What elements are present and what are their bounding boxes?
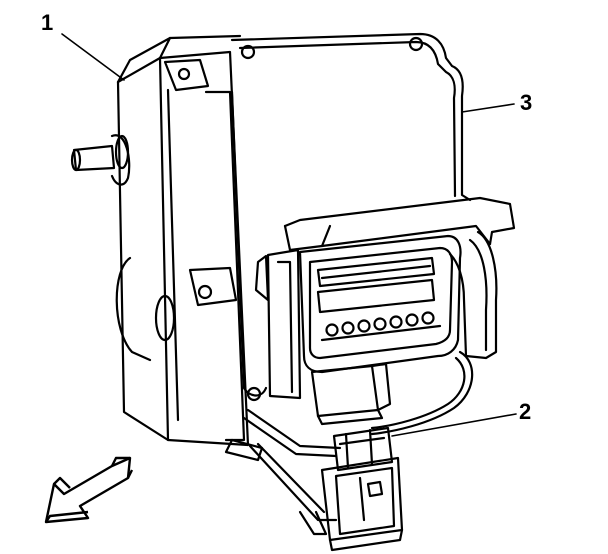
wire-harness [242,350,474,536]
connector-socket [298,234,462,426]
leader-line-2 [391,413,517,437]
callout-2: 2 [519,399,532,424]
shaft-stub [70,134,131,186]
cover-plate [204,32,472,462]
direction-arrow-icon [44,456,134,524]
connector-frame [254,196,516,400]
housing-body [115,34,250,447]
callout-1: 1 [41,10,54,35]
harness-connector [320,426,404,552]
leader-line-1 [61,33,125,81]
callout-3: 3 [520,90,533,115]
leader-line-3 [461,103,515,113]
